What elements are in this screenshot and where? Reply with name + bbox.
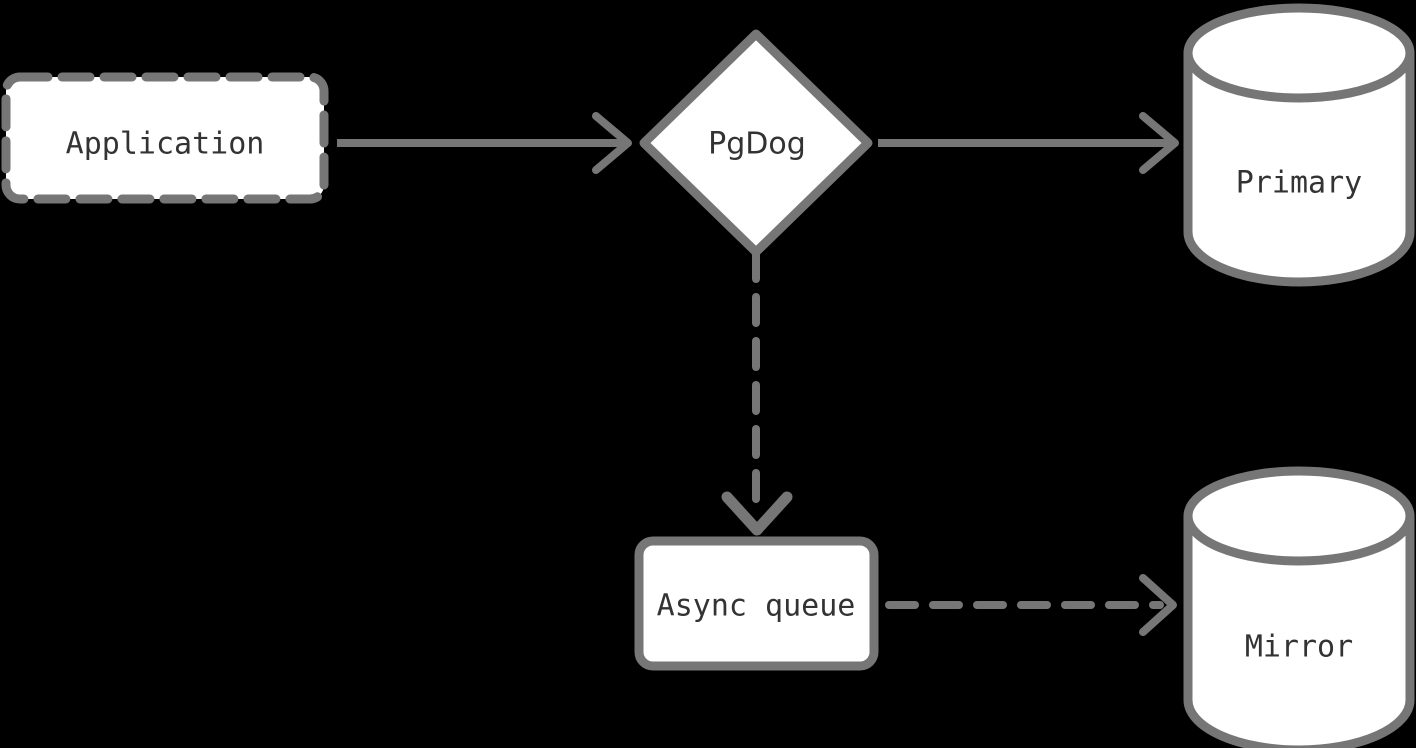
node-primary-top <box>1183 3 1415 103</box>
node-async-queue-label: Async queue <box>657 589 856 624</box>
node-mirror-label: Mirror <box>1245 630 1353 665</box>
node-pgdog-shape[interactable] <box>639 29 873 257</box>
arrowhead-pgdog-to-primary <box>1139 112 1179 174</box>
edge-application-to-pgdog <box>337 112 632 174</box>
node-mirror[interactable]: Mirror <box>1183 466 1415 748</box>
node-mirror-top <box>1183 466 1415 566</box>
arrowhead-application-to-pgdog <box>592 112 632 174</box>
edge-pgdog-to-primary <box>878 112 1179 174</box>
node-application-label: Application <box>66 127 265 162</box>
node-application[interactable]: Application <box>1 72 329 204</box>
node-primary-body[interactable] <box>1183 48 1415 287</box>
node-pgdog-label: PgDog <box>708 127 806 162</box>
node-primary-label: Primary <box>1236 166 1362 201</box>
node-async-queue-shape[interactable] <box>634 536 879 671</box>
node-application-shape[interactable] <box>1 72 329 204</box>
node-primary[interactable]: Primary <box>1183 3 1415 287</box>
arrowhead-async-queue-to-mirror <box>1139 574 1177 636</box>
edge-pgdog-to-async-queue <box>721 249 793 536</box>
arrowhead-pgdog-to-async-queue <box>721 491 793 536</box>
edge-async-queue-to-mirror <box>885 574 1177 636</box>
node-mirror-body[interactable] <box>1183 511 1415 748</box>
node-pgdog[interactable]: PgDog <box>639 29 873 257</box>
node-async-queue[interactable]: Async queue <box>634 536 879 671</box>
